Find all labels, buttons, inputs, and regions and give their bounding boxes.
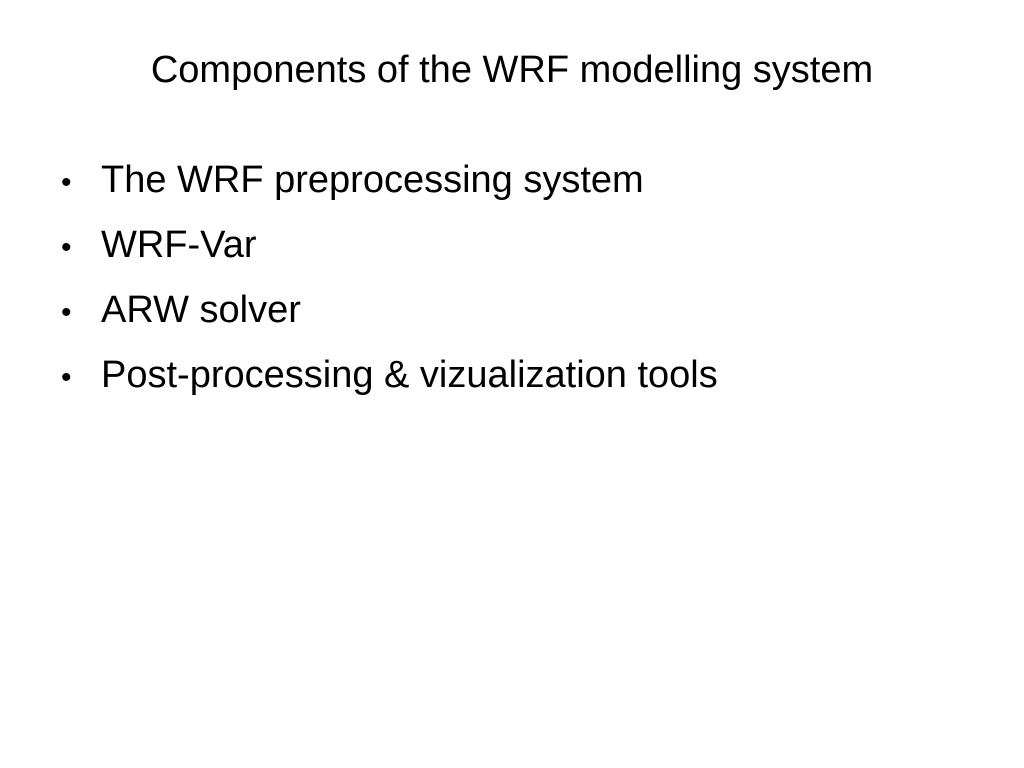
bullet-text: ARW solver xyxy=(101,289,301,331)
bullet-text: WRF-Var xyxy=(101,224,257,266)
bullet-dot-icon: • xyxy=(61,231,72,264)
bullet-list: • The WRF preprocessing system • WRF-Var… xyxy=(56,155,976,415)
bullet-item-arw-solver: • ARW solver xyxy=(56,285,976,350)
bullet-text: The WRF preprocessing system xyxy=(101,159,644,201)
bullet-dot-icon: • xyxy=(61,361,72,394)
slide-title: Components of the WRF modelling system xyxy=(150,49,874,91)
bullet-dot-icon: • xyxy=(61,296,72,329)
bullet-dot-icon: • xyxy=(61,166,72,199)
bullet-item-preprocessing: • The WRF preprocessing system xyxy=(56,155,976,220)
bullet-text: Post-processing & vizualization tools xyxy=(101,354,718,396)
bullet-item-post-processing: • Post-processing & vizualization tools xyxy=(56,350,976,415)
bullet-item-wrf-var: • WRF-Var xyxy=(56,220,976,285)
